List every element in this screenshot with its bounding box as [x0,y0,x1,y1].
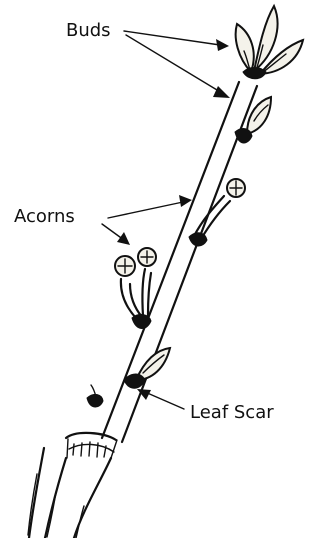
acorn-left-pair [115,248,156,318]
leaf-scar-label: Leaf Scar [190,402,274,423]
buds-label: Buds [66,20,111,41]
terminal-bud-cluster [236,6,303,79]
buds-callout: Buds [66,20,230,98]
side-bud-lower [124,348,170,388]
side-bud-upper [235,97,271,143]
acorns-label: Acorns [14,206,75,227]
acorns-callout: Acorns [14,195,192,245]
leaf-scar-callout: Leaf Scar [137,389,274,423]
